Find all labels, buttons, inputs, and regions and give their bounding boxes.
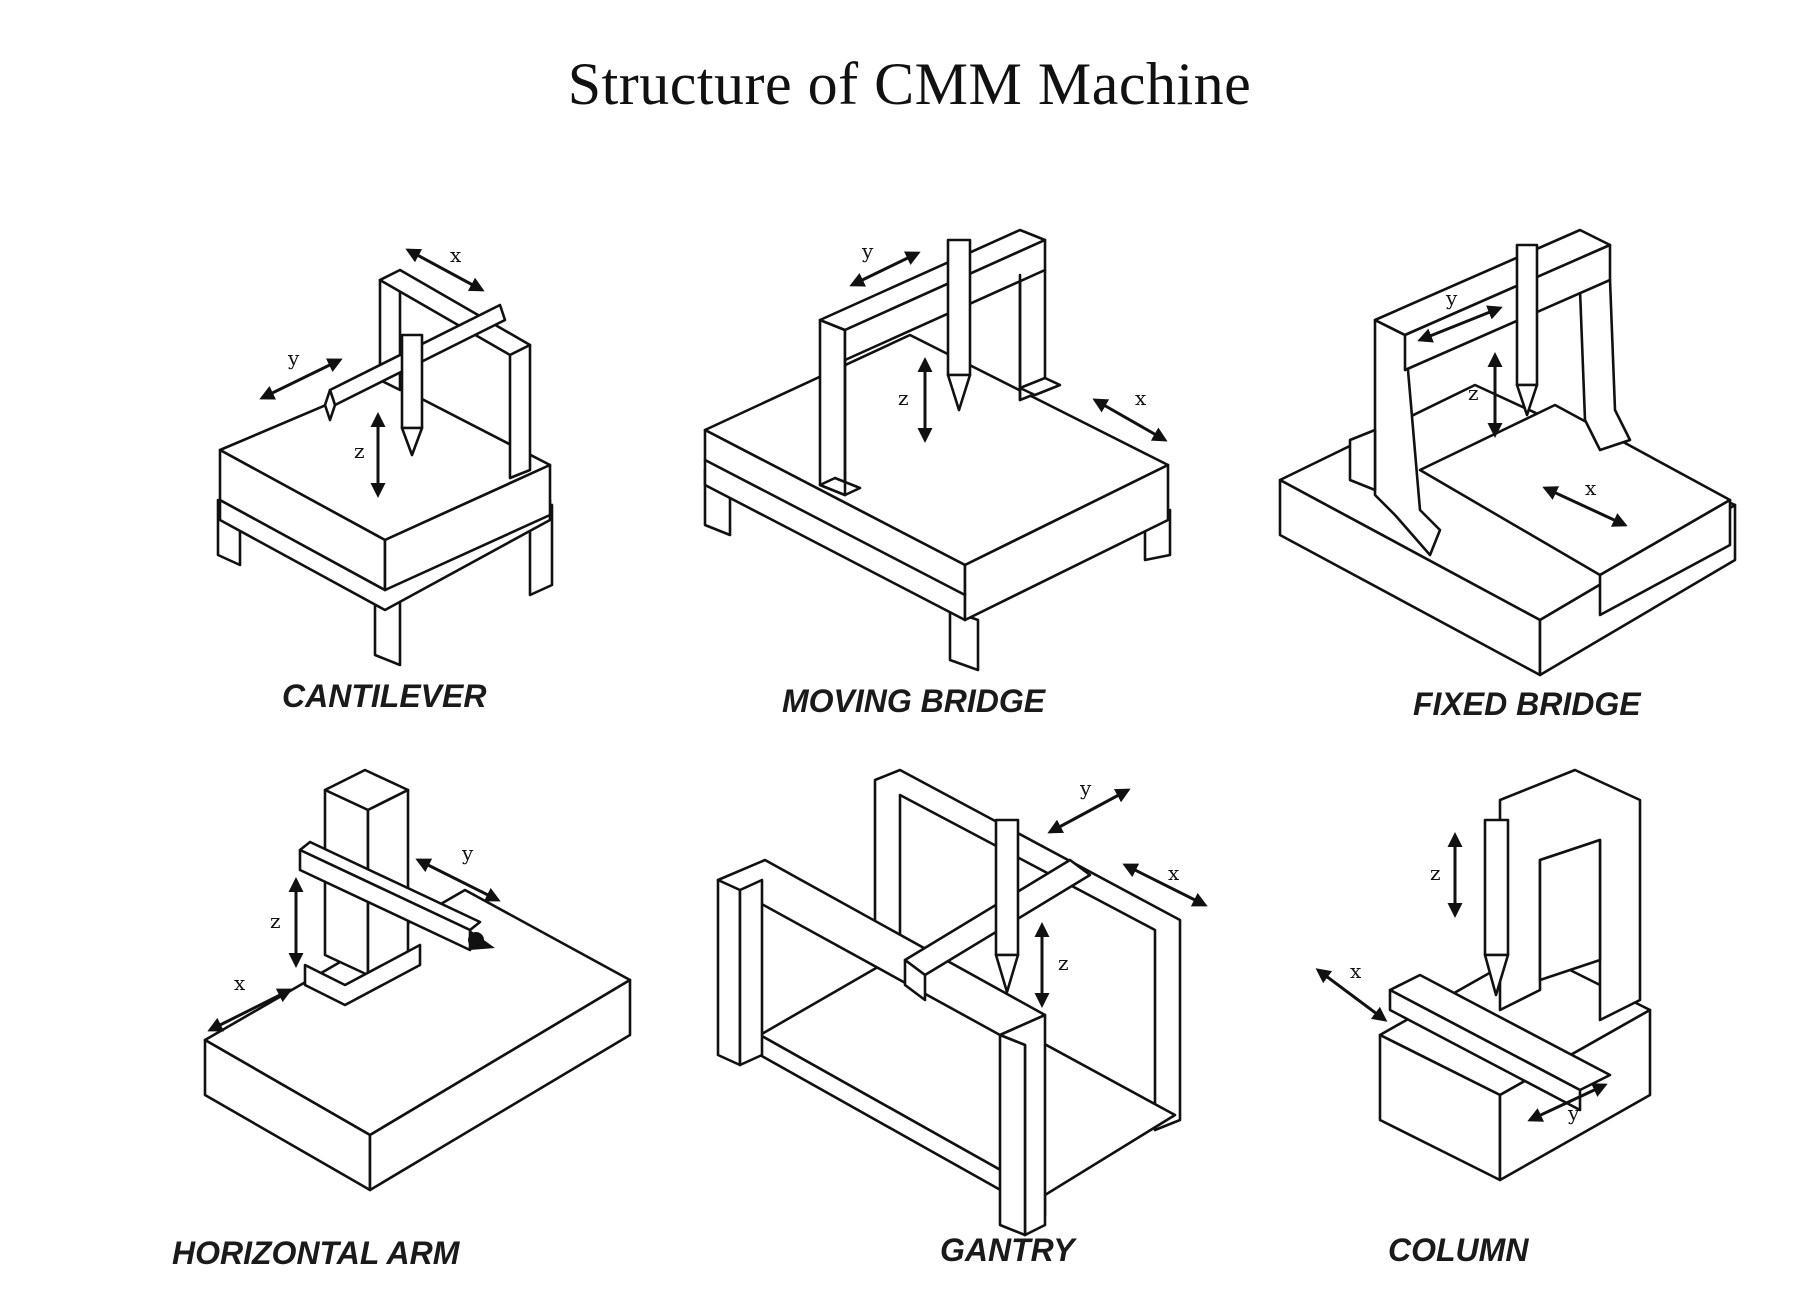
label-cantilever: CANTILEVER: [282, 678, 487, 714]
moving-bridge-axis-z: z: [898, 386, 909, 410]
fixed-bridge-axis-y: y: [1445, 286, 1458, 310]
horizontal-arm-axis-x: x: [234, 971, 246, 995]
cantilever-drawing: [216, 248, 554, 667]
fixed-bridge-axis-z: z: [1468, 381, 1479, 405]
page-title: Structure of CMM Machine: [567, 51, 1252, 117]
column-drawing: [1315, 768, 1652, 1182]
label-horizontal-arm: HORIZONTAL ARM: [172, 1235, 460, 1271]
label-moving-bridge: MOVING BRIDGE: [782, 683, 1046, 719]
horizontal-arm-drawing: [203, 768, 632, 1192]
label-column: COLUMN: [1388, 1232, 1529, 1268]
moving-bridge-drawing: [703, 228, 1172, 672]
gantry-axis-y: y: [1079, 776, 1092, 800]
horizontal-arm-axis-y: y: [461, 841, 474, 865]
gantry-axis-x: x: [1168, 861, 1180, 885]
gantry-drawing: [716, 768, 1208, 1237]
cantilever-axis-z: z: [354, 439, 365, 463]
moving-bridge-axis-x: x: [1135, 386, 1147, 410]
column-axis-y: y: [1567, 1101, 1580, 1125]
label-fixed-bridge: FIXED BRIDGE: [1413, 686, 1641, 722]
cantilever-axis-x: x: [450, 243, 462, 267]
cantilever-axis-y: y: [287, 346, 300, 370]
gantry-axis-z: z: [1058, 951, 1069, 975]
horizontal-arm-axis-z: z: [270, 909, 281, 933]
column-axis-x: x: [1350, 959, 1362, 983]
fixed-bridge-drawing: [1278, 228, 1737, 677]
label-gantry: GANTRY: [940, 1232, 1075, 1268]
fixed-bridge-axis-x: x: [1585, 476, 1597, 500]
moving-bridge-axis-y: y: [861, 239, 874, 263]
column-axis-z: z: [1430, 861, 1441, 885]
